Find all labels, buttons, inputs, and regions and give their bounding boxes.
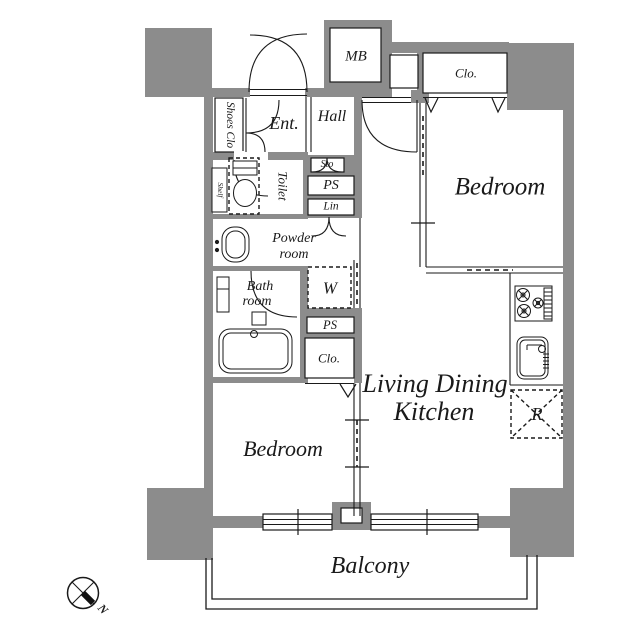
closet-top-label: Clo. bbox=[454, 65, 478, 81]
powder-room-label-2: room bbox=[279, 247, 309, 262]
balcony-label: Balcony bbox=[330, 553, 410, 579]
storage-door-arc-2 bbox=[326, 157, 343, 173]
bathtub-icon bbox=[216, 276, 293, 374]
mb-label: MB bbox=[345, 48, 367, 65]
entry-door-arc bbox=[249, 34, 308, 93]
shoes-closet-door-arc-2 bbox=[245, 132, 266, 153]
refrigerator-label: R bbox=[531, 404, 543, 424]
bath-room-label-1: Bath bbox=[246, 279, 274, 294]
toilet-door-opening bbox=[234, 151, 268, 161]
closet-mid-label: Clo. bbox=[317, 350, 341, 366]
ldk-label-2: Kitchen bbox=[393, 397, 475, 426]
stove-icon bbox=[514, 285, 553, 322]
window-glass-lines bbox=[263, 519, 478, 525]
toilet-shelf-box bbox=[211, 167, 228, 213]
bath-room-label-2: room bbox=[242, 294, 272, 309]
storage-label: Sto bbox=[320, 159, 334, 170]
partition-lines bbox=[245, 88, 563, 516]
pipe-space-upper-label: PS bbox=[323, 178, 339, 193]
toilet-label: Toilet bbox=[275, 171, 291, 201]
sliding-door-dashes bbox=[356, 116, 513, 467]
toilet-clearance bbox=[228, 157, 260, 215]
bath-door-panel bbox=[251, 311, 267, 326]
closet-hanger-marks bbox=[339, 97, 506, 399]
shoes-closet-door-arc bbox=[245, 99, 280, 134]
shoes-closet-label: Shoes Clo bbox=[223, 101, 236, 149]
linen-door-arc-2 bbox=[328, 216, 347, 237]
hall-door-arc bbox=[361, 99, 418, 153]
hall-label: Hall bbox=[317, 108, 347, 125]
dashed-boxes bbox=[228, 157, 563, 439]
ldk-label-1: Living Dining bbox=[362, 369, 508, 398]
entrance-label: Ent. bbox=[269, 113, 299, 133]
pipe-space-lower-label: PS bbox=[323, 317, 337, 332]
bedroom-top-label: Bedroom bbox=[454, 173, 546, 201]
balcony-railing bbox=[205, 555, 538, 610]
toilet-icon bbox=[211, 160, 258, 213]
washer-label: W bbox=[322, 278, 338, 298]
bath-door-arc bbox=[250, 270, 298, 318]
linen-label: Lin bbox=[323, 200, 339, 213]
powder-room-label-1: Powder bbox=[272, 231, 316, 246]
shelf-label: Shelf bbox=[215, 182, 225, 198]
bedroom-bottom-label: Bedroom bbox=[243, 436, 323, 461]
compass-icon bbox=[66, 576, 100, 610]
bath-counter bbox=[216, 276, 230, 313]
kitchen-sink-icon bbox=[516, 336, 549, 380]
powder-sink-icon bbox=[214, 226, 250, 263]
entry-door-arc-2 bbox=[248, 33, 308, 93]
washer-space bbox=[307, 266, 352, 309]
